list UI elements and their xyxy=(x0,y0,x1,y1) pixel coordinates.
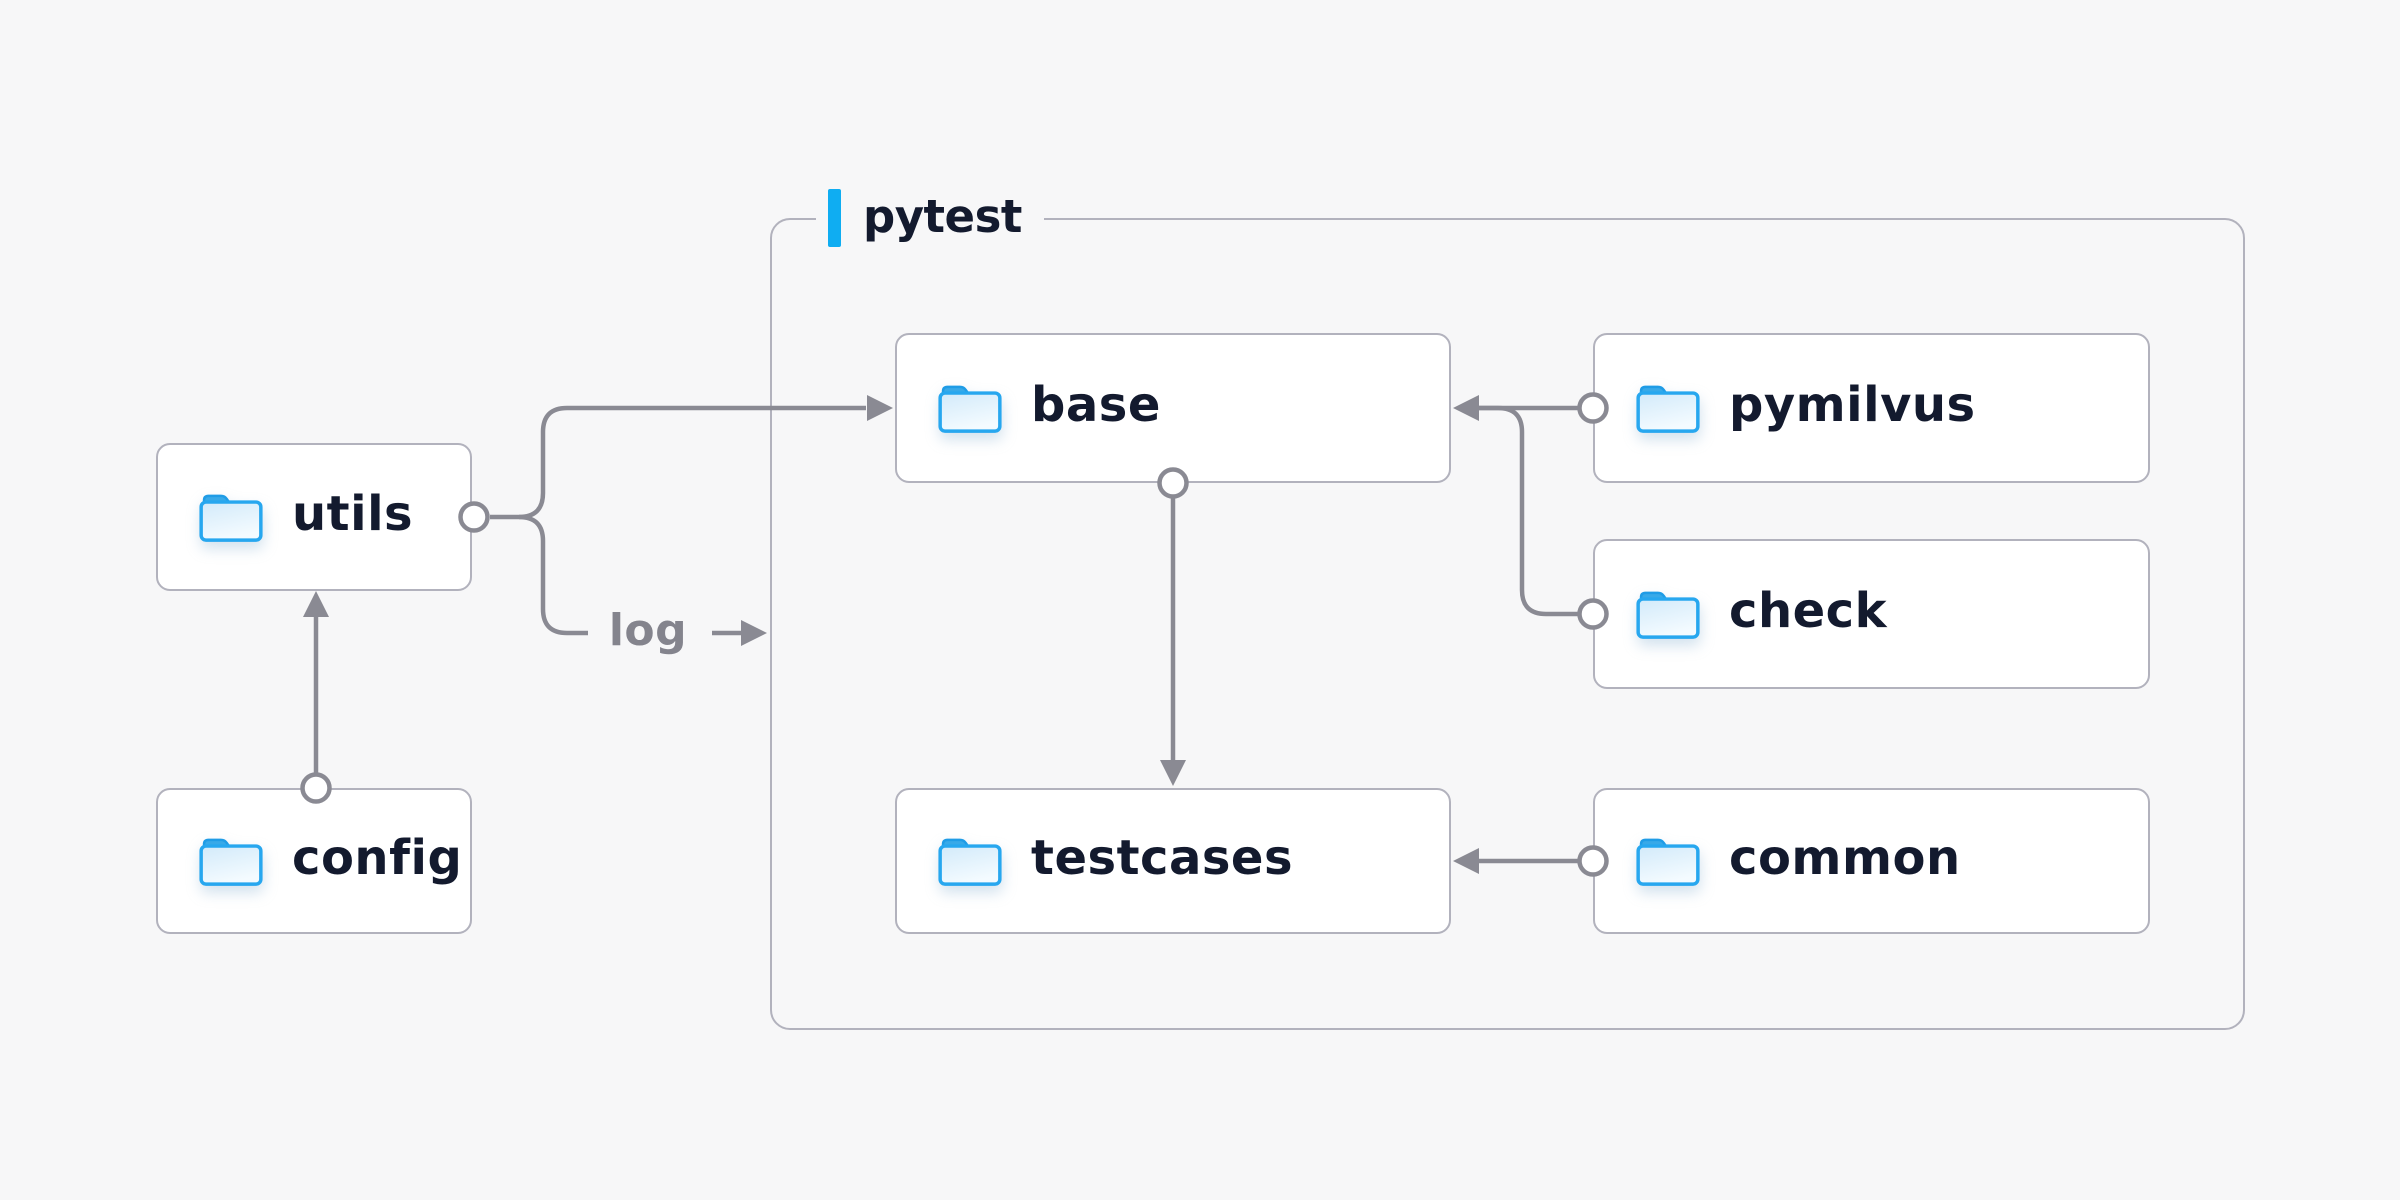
node-utils: utils xyxy=(156,443,472,591)
node-pymilvus: pymilvus xyxy=(1593,333,2150,483)
node-check-label: check xyxy=(1729,583,1888,639)
folder-icon xyxy=(1635,835,1701,887)
node-testcases-label: testcases xyxy=(1031,830,1294,886)
node-testcases: testcases xyxy=(895,788,1451,934)
node-pymilvus-label: pymilvus xyxy=(1729,377,1976,433)
folder-icon xyxy=(198,835,264,887)
node-config-label: config xyxy=(292,830,463,886)
node-base-label: base xyxy=(1031,377,1161,433)
arrowhead-log-container xyxy=(741,620,767,646)
pytest-label: pytest xyxy=(863,189,1022,243)
pytest-accent-bar xyxy=(828,189,841,247)
edge-utils-log xyxy=(518,514,588,636)
log-edge-label: log xyxy=(608,605,688,657)
folder-icon xyxy=(937,835,1003,887)
node-check: check xyxy=(1593,539,2150,689)
folder-icon xyxy=(1635,588,1701,640)
pytest-legend: pytest xyxy=(816,187,1044,249)
folder-icon xyxy=(1635,382,1701,434)
arrowhead-config-utils xyxy=(303,591,329,617)
node-config: config xyxy=(156,788,472,934)
pytest-container: pytest xyxy=(770,187,2245,1030)
folder-icon xyxy=(198,491,264,543)
node-common: common xyxy=(1593,788,2150,934)
node-base: base xyxy=(895,333,1451,483)
node-utils-label: utils xyxy=(292,486,414,542)
folder-icon xyxy=(937,382,1003,434)
node-common-label: common xyxy=(1729,830,1961,886)
